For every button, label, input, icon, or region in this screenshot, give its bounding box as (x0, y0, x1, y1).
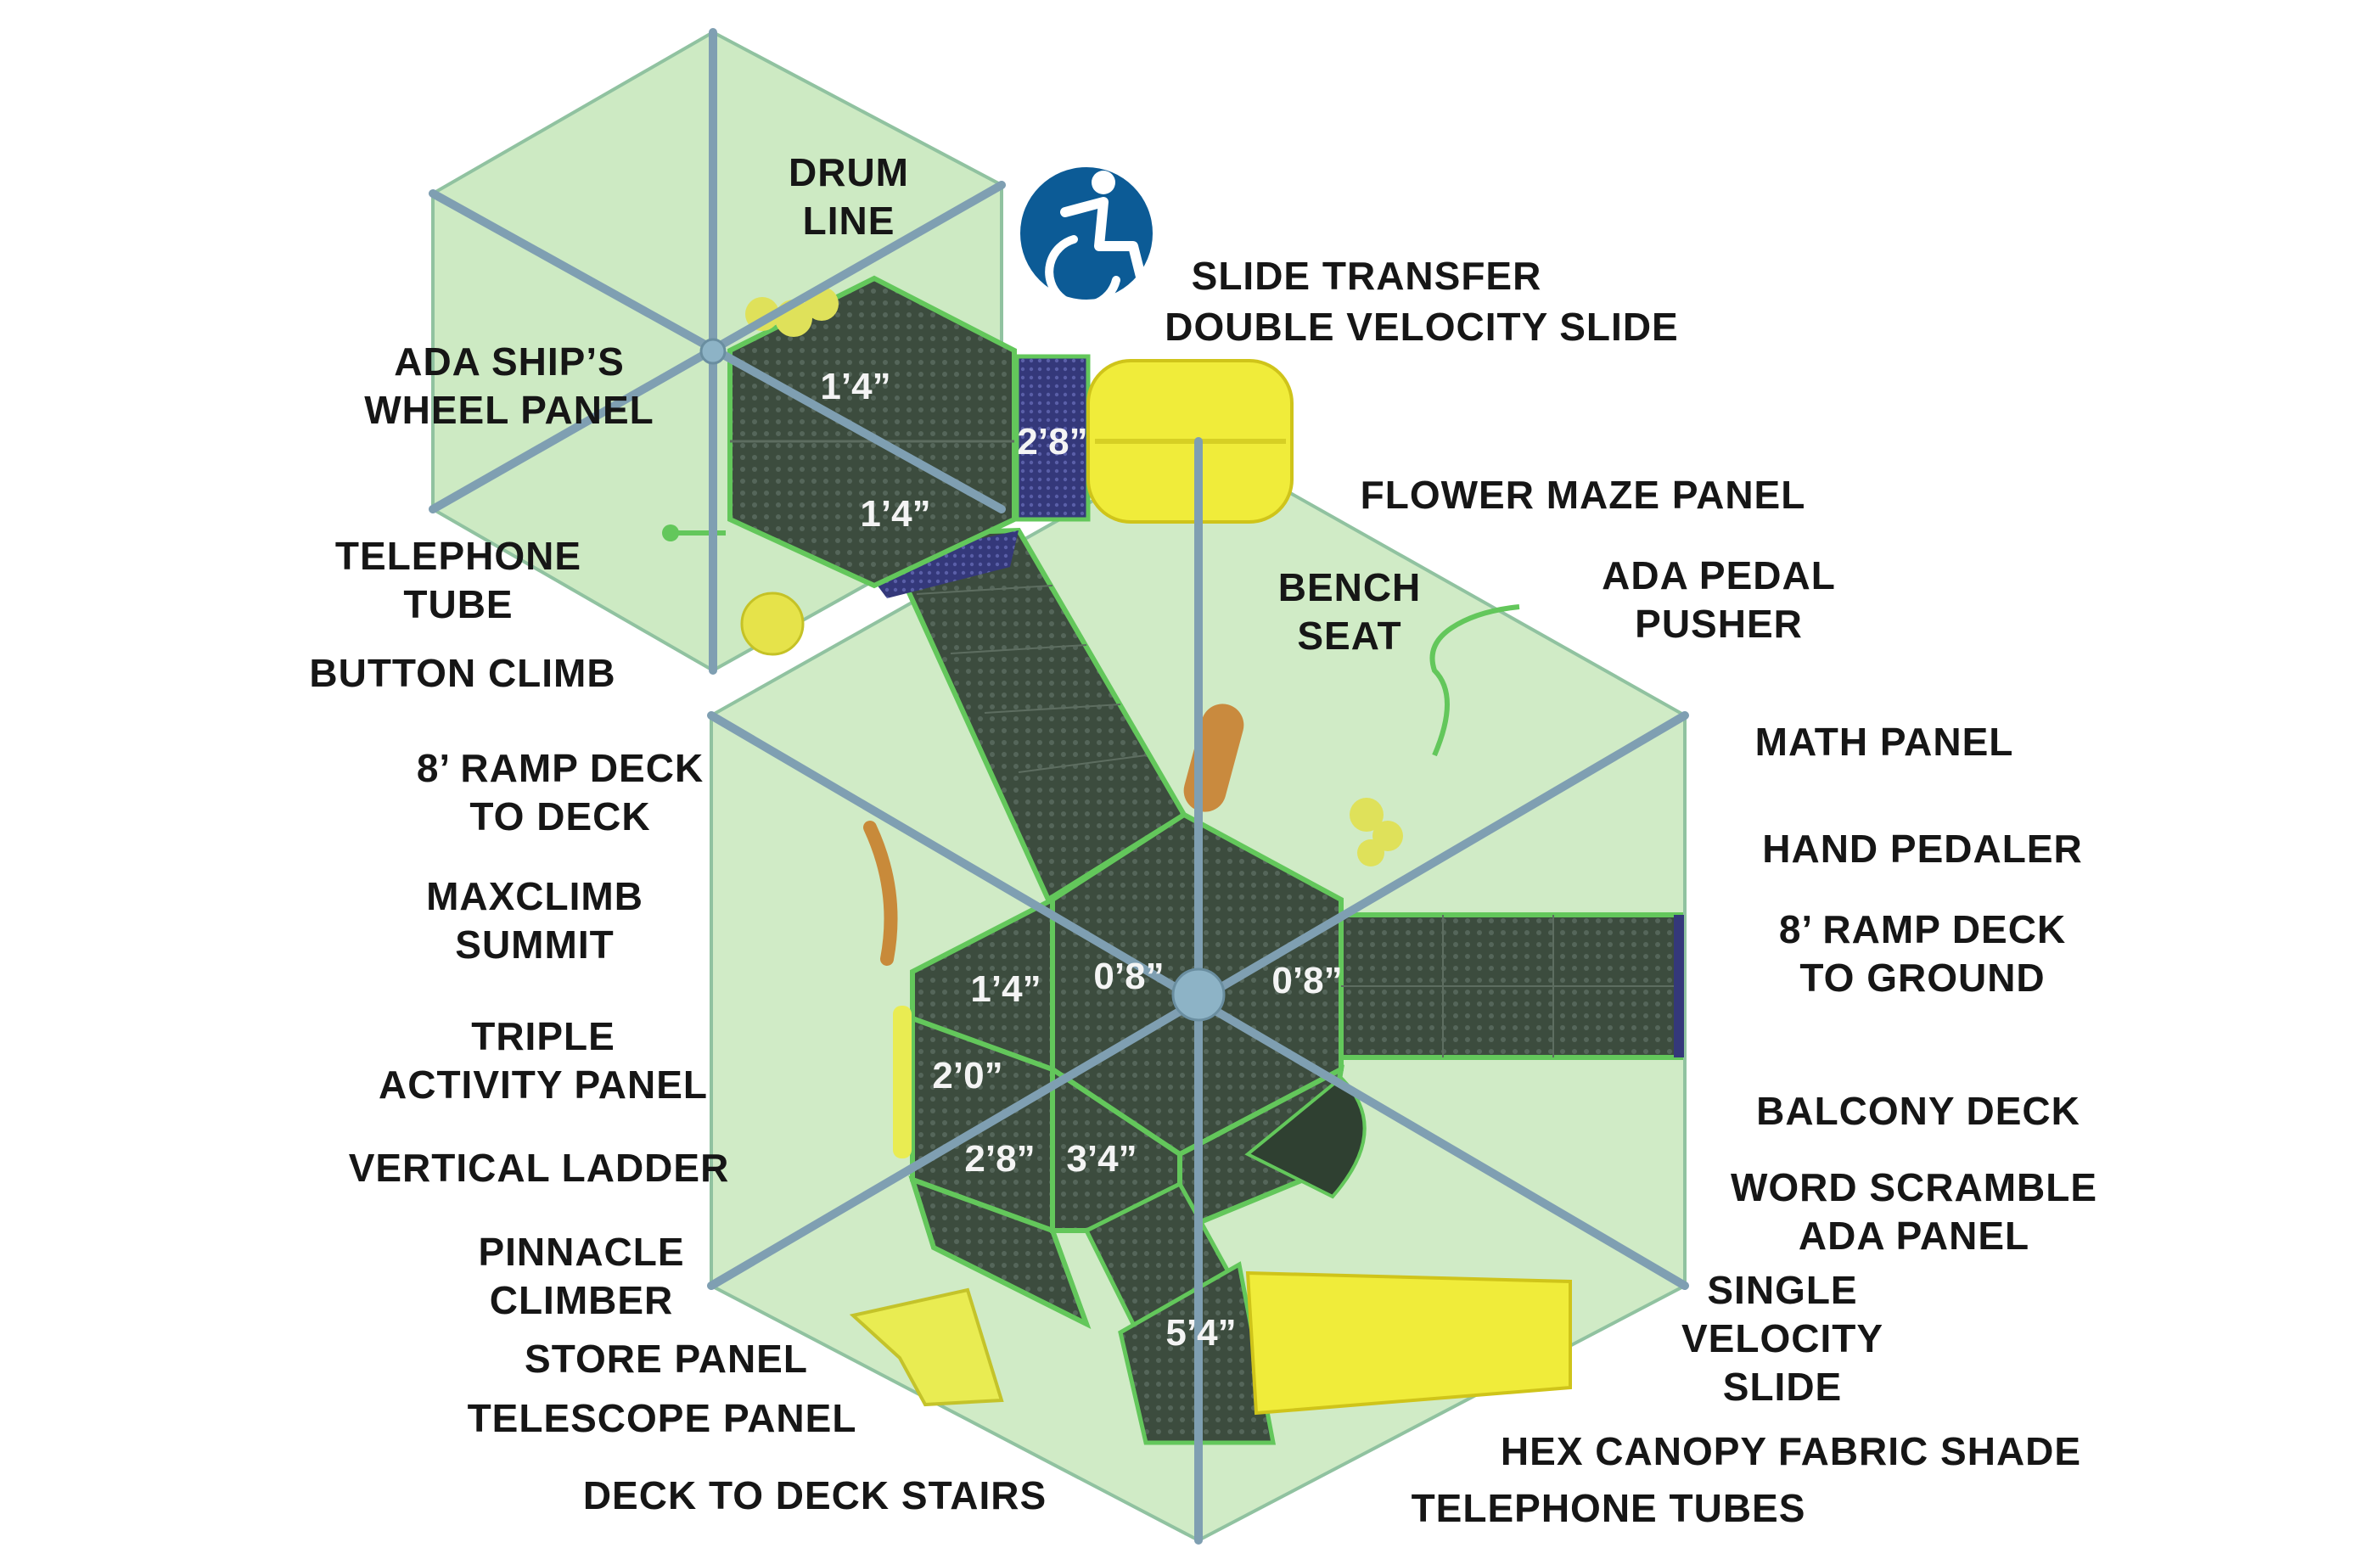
label-pinnacle-climber: PINNACLE CLIMBER (478, 1230, 685, 1322)
label-telephone-tube: TELEPHONE TUBE (334, 534, 582, 626)
label-deck-to-deck-stairs: DECK TO DECK STAIRS (582, 1473, 1047, 1517)
deck-height-transfer: 2’8” (1017, 421, 1087, 463)
label-math-panel: MATH PANEL (1754, 720, 2014, 764)
ramp-deck-to-ground (1339, 912, 1684, 1060)
double-velocity-slide (1086, 359, 1294, 524)
label-ramp-deck-to-ground: 8’ RAMP DECK TO GROUND (1778, 907, 2067, 1000)
label-slide-transfer: SLIDE TRANSFER (1191, 254, 1542, 298)
deck-height-center-right: 0’8” (1271, 960, 1342, 1001)
deck-height-center-top: 0’8” (1093, 956, 1164, 997)
deck-height-lower-left: 2’8” (964, 1138, 1035, 1180)
deck-height-center-mid: 2’0” (932, 1055, 1002, 1096)
label-store-panel: STORE PANEL (525, 1337, 808, 1381)
label-telescope-panel: TELESCOPE PANEL (467, 1396, 857, 1440)
deck-height-labels: 1’4” 1’4” 2’8” 1’4” 0’8” 0’8” 2’0” 2’8” … (820, 366, 1342, 1354)
label-vertical-ladder: VERTICAL LADDER (348, 1146, 730, 1190)
ada-pedal-pusher (1429, 604, 1520, 757)
label-drum-line: DRUM LINE (789, 150, 909, 243)
deck-height-upper-a: 1’4” (820, 366, 890, 407)
label-button-climb: BUTTON CLIMB (309, 651, 616, 695)
deck-height-slide-deck: 5’4” (1165, 1312, 1236, 1354)
label-maxclimb-summit: MAXCLIMB SUMMIT (426, 874, 643, 967)
triple-activity-panel (893, 1006, 912, 1158)
label-balcony-deck: BALCONY DECK (1756, 1089, 2080, 1133)
upper-transfer-deck (1014, 354, 1091, 522)
label-ada-pedal-pusher: ADA PEDAL PUSHER (1602, 553, 1836, 646)
label-ramp-deck-to-deck: 8’ RAMP DECK TO DECK (416, 746, 704, 838)
label-telephone-tubes: TELEPHONE TUBES (1411, 1486, 1806, 1530)
maxclimb-summit (863, 821, 898, 966)
pinnacle-climber (849, 1287, 1004, 1407)
single-velocity-slide (1245, 1270, 1572, 1416)
canopy-hubs (699, 338, 1226, 1022)
label-single-velocity-slide: SINGLE VELOCITY SLIDE (1681, 1268, 1884, 1409)
wheelchair-accessibility-icon (1020, 167, 1153, 311)
label-hex-canopy-fabric-shade: HEX CANOPY FABRIC SHADE (1500, 1429, 2082, 1473)
label-word-scramble-ada-panel: WORD SCRAMBLE ADA PANEL (1730, 1165, 2098, 1258)
button-climb (740, 592, 805, 656)
label-bench-seat: BENCH SEAT (1277, 565, 1422, 658)
label-hand-pedaler: HAND PEDALER (1762, 827, 2083, 871)
deck-height-upper-b: 1’4” (860, 493, 930, 535)
label-double-velocity-slide: DOUBLE VELOCITY SLIDE (1165, 305, 1679, 349)
deck-height-lower-right: 3’4” (1066, 1138, 1137, 1180)
label-triple-activity-panel: TRIPLE ACTIVITY PANEL (379, 1014, 708, 1107)
label-ada-ships-wheel-panel: ADA SHIP’S WHEEL PANEL (364, 339, 654, 432)
deck-height-center-left: 1’4” (970, 968, 1041, 1010)
label-flower-maze-panel: FLOWER MAZE PANEL (1360, 473, 1806, 517)
flower-maze-panel (1350, 798, 1403, 866)
